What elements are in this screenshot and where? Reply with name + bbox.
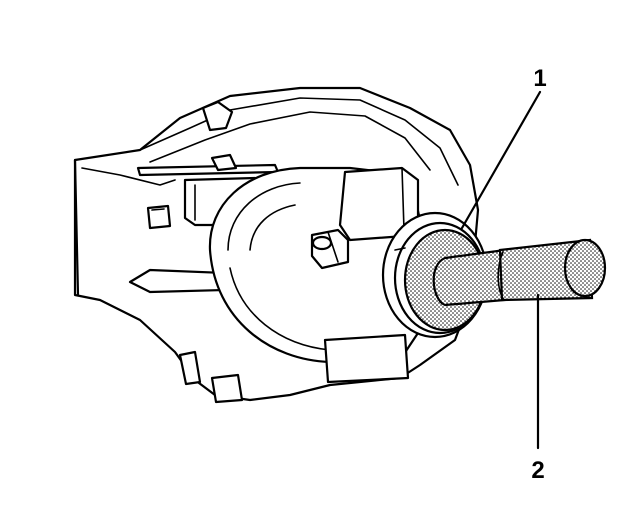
installer-tool: [432, 238, 607, 307]
left-square-tab: [146, 204, 172, 230]
top-tab: [201, 100, 234, 132]
leader-lines: [460, 90, 542, 450]
upper-shroud-strip: [136, 153, 280, 177]
hex-nut: [310, 228, 350, 270]
leader-line-1: [460, 90, 542, 230]
callout-label-1: 1: [533, 65, 546, 92]
lower-box: [323, 333, 410, 384]
bottom-tabs: [178, 350, 244, 404]
callout-label-2: 2: [531, 457, 544, 484]
